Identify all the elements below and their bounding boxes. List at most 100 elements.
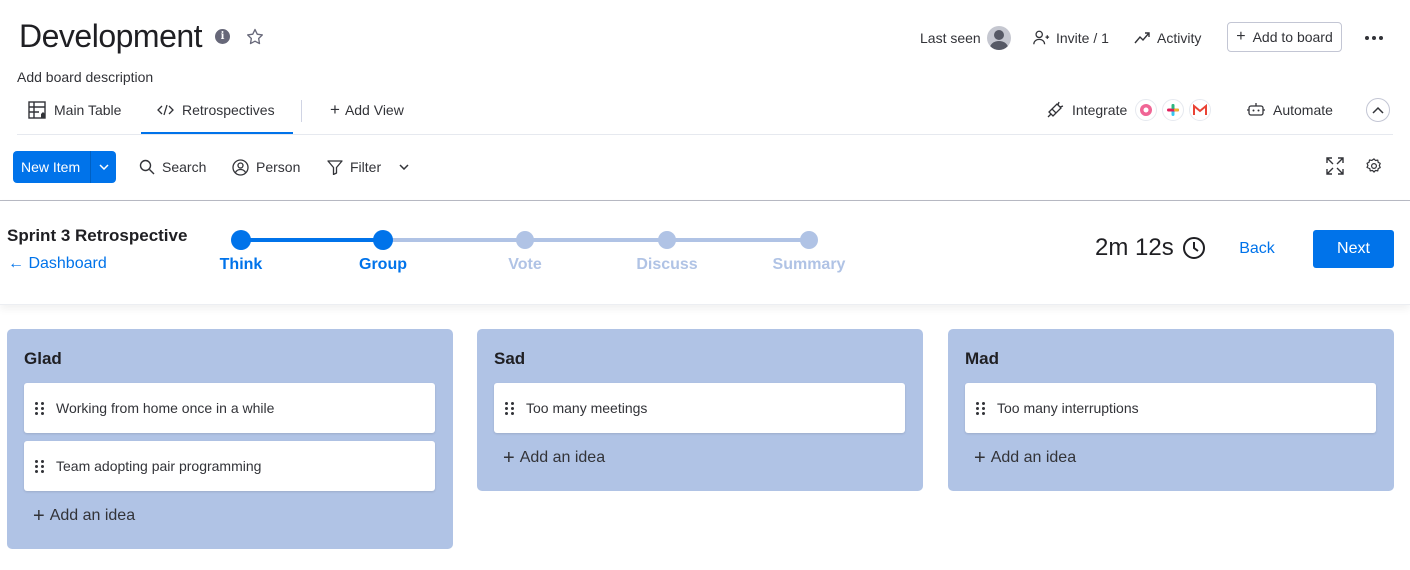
- add-to-board-label: Add to board: [1252, 29, 1333, 45]
- add-idea-label: Add an idea: [990, 449, 1077, 466]
- step-dot: [800, 231, 818, 249]
- back-button[interactable]: Back: [1239, 240, 1275, 257]
- idea-card[interactable]: Too many interruptions: [965, 383, 1376, 433]
- automate-label: Automate: [1273, 102, 1333, 118]
- drag-handle-icon[interactable]: [505, 401, 515, 415]
- idea-card[interactable]: Working from home once in a while: [24, 383, 435, 433]
- add-idea-label: Add an idea: [49, 507, 136, 524]
- integrate-icon: [1047, 101, 1064, 118]
- tab-separator: [301, 100, 302, 122]
- last-seen[interactable]: Last seen: [920, 24, 1011, 52]
- retro-title: Sprint 3 Retrospective: [7, 226, 188, 245]
- collapse-header-button[interactable]: [1366, 98, 1390, 122]
- drag-handle-icon[interactable]: [976, 401, 986, 415]
- new-item-label: New Item: [21, 159, 81, 175]
- table-icon: [28, 101, 46, 119]
- person-add-icon: [1033, 30, 1050, 45]
- add-view-button[interactable]: + Add View: [330, 96, 404, 124]
- idea-text: Too many meetings: [526, 400, 648, 416]
- plus-icon: +: [330, 100, 340, 119]
- retro-timer: 2m 12s: [1095, 234, 1206, 262]
- toolbar-divider: [0, 200, 1410, 201]
- person-filter-button[interactable]: Person: [232, 153, 300, 181]
- clock-icon: [1182, 237, 1205, 259]
- more-options-icon[interactable]: [1362, 28, 1386, 48]
- new-item-button[interactable]: New Item: [13, 151, 116, 183]
- search-icon: [139, 159, 155, 175]
- gmail-icon: [1189, 99, 1212, 121]
- info-icon[interactable]: i: [215, 29, 230, 44]
- column-sad: Sad Too many meetings + Add an idea: [477, 329, 923, 491]
- gear-icon[interactable]: [1365, 157, 1383, 175]
- chevron-down-icon[interactable]: [399, 164, 409, 170]
- drag-handle-icon[interactable]: [35, 459, 45, 473]
- next-button[interactable]: Next: [1313, 230, 1394, 268]
- invite-button[interactable]: Invite / 1: [1032, 24, 1109, 52]
- star-icon[interactable]: [245, 27, 265, 47]
- column-title: Glad: [24, 349, 62, 368]
- add-idea-button[interactable]: + Add an idea: [503, 446, 605, 470]
- retro-header: [0, 201, 1410, 305]
- idea-card[interactable]: Too many meetings: [494, 383, 905, 433]
- board-title[interactable]: Development: [19, 18, 203, 54]
- tab-main-table[interactable]: Main Table: [28, 96, 121, 124]
- new-item-dropdown[interactable]: [91, 164, 116, 170]
- add-idea-button[interactable]: + Add an idea: [974, 446, 1076, 470]
- fullscreen-icon[interactable]: [1326, 157, 1344, 175]
- step-label: Summary: [773, 256, 846, 273]
- plus-icon: +: [33, 505, 45, 527]
- activity-icon: [1134, 32, 1150, 44]
- timer-value: 2m 12s: [1095, 234, 1174, 261]
- search-button[interactable]: Search: [139, 153, 206, 181]
- add-view-label: Add View: [344, 102, 404, 118]
- filter-icon: [327, 160, 343, 175]
- plus-icon: +: [503, 447, 515, 469]
- chevron-down-icon: [98, 164, 109, 170]
- step-dot: [516, 231, 534, 249]
- integrate-button[interactable]: Integrate: [1046, 96, 1212, 124]
- step-label: Think: [220, 256, 263, 273]
- integration-app-icon: [1135, 99, 1158, 121]
- filter-button[interactable]: Filter: [327, 153, 416, 181]
- robot-icon: [1247, 103, 1265, 116]
- slack-icon: [1162, 99, 1185, 121]
- tab-retrospectives[interactable]: Retrospectives: [157, 96, 275, 124]
- add-idea-label: Add an idea: [519, 449, 606, 466]
- tab-main-table-label: Main Table: [54, 102, 122, 118]
- button-separator: [90, 151, 91, 183]
- person-label: Person: [256, 159, 301, 175]
- active-tab-indicator: [141, 132, 293, 134]
- invite-label: Invite / 1: [1056, 30, 1109, 46]
- code-icon: [157, 104, 174, 116]
- step-label: Group: [359, 256, 407, 273]
- step-dot: [231, 230, 251, 250]
- plus-icon: +: [974, 447, 986, 469]
- step-dot: [658, 231, 676, 249]
- column-title: Sad: [494, 349, 526, 368]
- idea-card[interactable]: Team adopting pair programming: [24, 441, 435, 491]
- back-to-dashboard-link[interactable]: ← Dashboard: [8, 255, 107, 272]
- add-to-board-button[interactable]: + Add to board: [1227, 22, 1342, 52]
- activity-label: Activity: [1157, 30, 1202, 46]
- activity-button[interactable]: Activity: [1134, 24, 1201, 52]
- column-title: Mad: [965, 349, 999, 368]
- idea-text: Working from home once in a while: [56, 400, 275, 416]
- filter-label: Filter: [350, 159, 382, 175]
- last-seen-label: Last seen: [920, 30, 981, 46]
- automate-button[interactable]: Automate: [1247, 96, 1333, 124]
- column-mad: Mad Too many interruptions + Add an idea: [948, 329, 1394, 491]
- tab-retrospectives-label: Retrospectives: [182, 102, 275, 118]
- integrate-label: Integrate: [1072, 102, 1128, 118]
- person-icon: [232, 158, 249, 176]
- tabs-border: [17, 134, 1393, 135]
- search-label: Search: [162, 159, 207, 175]
- add-idea-button[interactable]: + Add an idea: [33, 504, 135, 528]
- avatar: [986, 26, 1011, 50]
- idea-text: Too many interruptions: [997, 400, 1139, 416]
- step-dot: [373, 230, 393, 250]
- plus-icon: +: [1236, 28, 1246, 45]
- board-description[interactable]: Add board description: [17, 69, 154, 85]
- column-glad: Glad Working from home once in a while T…: [7, 329, 453, 549]
- drag-handle-icon[interactable]: [35, 401, 45, 415]
